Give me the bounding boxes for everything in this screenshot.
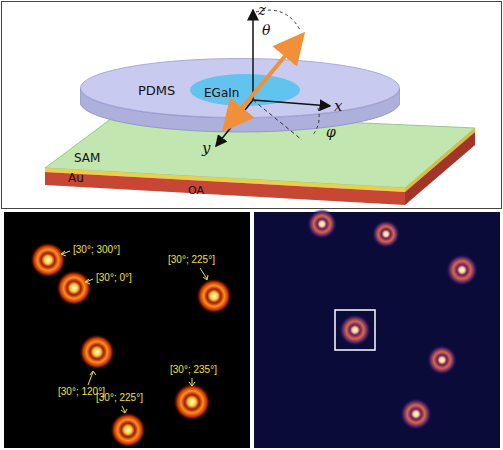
angle-label: φ: [326, 124, 336, 140]
ring-spot: [307, 209, 478, 430]
pdms-disk: PDMS EGaIn: [80, 58, 400, 133]
angle-label: θ: [262, 22, 270, 38]
layer-label: SAM: [74, 152, 100, 166]
axis-label: x: [334, 98, 342, 115]
angle-annotation: [30°; 300°]: [73, 244, 120, 256]
ring-spot: [30, 242, 232, 448]
oa-layer: OA: [186, 179, 214, 194]
layer-label: EGaIn: [204, 87, 239, 101]
axis-label: z: [258, 2, 266, 19]
selection-square: [335, 310, 375, 350]
layer-label: PDMS: [138, 84, 175, 99]
layer-label: Au: [68, 172, 84, 186]
au-layer: Au: [66, 166, 92, 182]
sam-layer: SAM: [72, 146, 106, 164]
layer-label: OA: [188, 185, 204, 198]
angle-annotation: [30°; 235°]: [170, 364, 217, 376]
axis-label: y: [202, 140, 210, 157]
angle-annotation: [30°; 225°]: [96, 392, 143, 404]
angle-annotation: [30°; 0°]: [96, 272, 132, 284]
angle-annotation: [30°; 225°]: [168, 254, 215, 266]
